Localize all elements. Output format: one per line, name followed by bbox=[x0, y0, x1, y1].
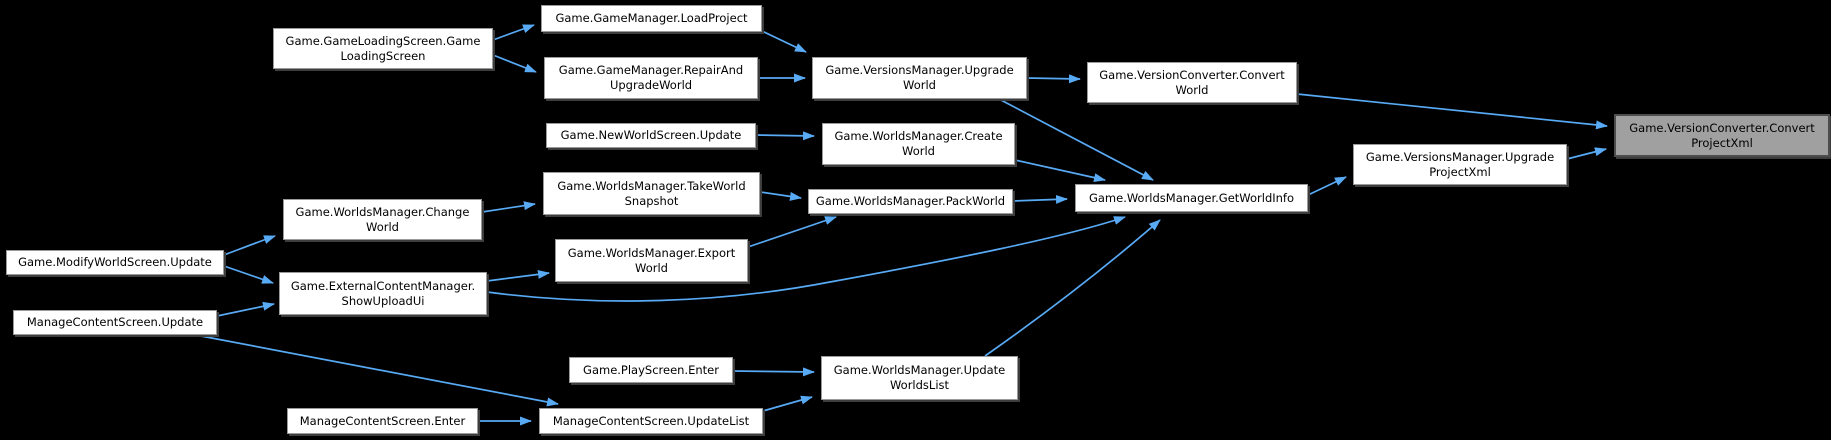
edge-createworld-to-getworldinfo bbox=[1014, 159, 1106, 183]
node-label-line: Game.WorldsManager.TakeWorld bbox=[557, 178, 746, 193]
edge-updateworldslist-to-getworldinfo bbox=[984, 219, 1161, 357]
node-playscreen-enter[interactable]: Game.PlayScreen.Enter bbox=[569, 357, 733, 383]
edge-upgradeworld-to-convertworld bbox=[1026, 74, 1081, 84]
node-getworldinfo[interactable]: Game.WorldsManager.GetWorldInfo bbox=[1075, 184, 1308, 212]
node-managecontentscreen-update[interactable]: ManageContentScreen.Update bbox=[13, 310, 217, 335]
node-packworld[interactable]: Game.WorldsManager.PackWorld bbox=[808, 189, 1013, 214]
edge-exportworld-to-packworld bbox=[747, 216, 837, 248]
node-label-line: Game.NewWorldScreen.Update bbox=[560, 128, 742, 142]
edge-managecontentscreen-update-to-updatelist bbox=[200, 335, 559, 407]
edge-game-loadingscreen-to-loadproject bbox=[492, 24, 535, 41]
node-showuploadui[interactable]: Game.ExternalContentManager.ShowUploadUi bbox=[279, 272, 487, 315]
node-label-line: ManageContentScreen.Enter bbox=[299, 413, 466, 428]
node-label-line: Game.WorldsManager.GetWorldInfo bbox=[1088, 190, 1295, 205]
node-label-line: Game.VersionsManager.Upgrade bbox=[825, 63, 1014, 77]
node-label-line: Game.WorldsManager.Change bbox=[295, 204, 470, 219]
node-label-line: UpgradeWorld bbox=[609, 78, 693, 92]
node-label-line: Game.VersionConverter.Convert bbox=[1629, 120, 1815, 135]
node-label-line: WorldsList bbox=[889, 378, 950, 392]
edge-newworldscreen-update-to-createworld bbox=[755, 131, 815, 141]
edge-modifyworldscreen-update-to-changeworld bbox=[223, 235, 276, 256]
node-label-line: Game.ModifyWorldScreen.Update bbox=[18, 255, 212, 269]
node-label-line: ManageContentScreen.Update bbox=[26, 315, 204, 329]
edge-updatelist-to-updateworldslist bbox=[762, 395, 813, 412]
node-label-line: Game.ExternalContentManager. bbox=[290, 278, 476, 293]
node-label-line: Game.WorldsManager.PackWorld bbox=[815, 194, 1006, 208]
node-label-line: World bbox=[366, 219, 399, 234]
node-label-line: World bbox=[902, 144, 935, 158]
node-label-line: Game.PlayScreen.Enter bbox=[583, 362, 719, 377]
node-label-line: Game.GameManager.RepairAnd bbox=[558, 63, 744, 77]
edge-convertworld-to-convertprojectxml bbox=[1296, 93, 1608, 130]
node-modifyworldscreen-update[interactable]: Game.ModifyWorldScreen.Update bbox=[6, 250, 224, 275]
node-label-line: World bbox=[903, 78, 936, 92]
edge-getworldinfo-to-upgradeprojectxml bbox=[1307, 176, 1347, 196]
edge-managecontentscreen-update-to-showuploadui bbox=[216, 301, 275, 317]
node-label-line: Game.GameManager.LoadProject bbox=[555, 11, 748, 25]
edge-upgradeprojectxml-to-convertprojectxml bbox=[1566, 147, 1607, 160]
edge-upgradeworld-to-getworldinfo bbox=[998, 98, 1154, 181]
edge-packworld-to-getworldinfo bbox=[1012, 194, 1068, 204]
node-label-line: World bbox=[1175, 82, 1209, 97]
node-label-line: Game.VersionsManager.Upgrade bbox=[1365, 149, 1555, 164]
edge-showuploadui-to-exportworld bbox=[486, 269, 550, 282]
node-label-line: World bbox=[635, 260, 668, 275]
node-label-line: ShowUploadUi bbox=[341, 293, 425, 308]
node-newworldscreen-update[interactable]: Game.NewWorldScreen.Update bbox=[546, 123, 756, 148]
edge-takeworldsnapshot-to-packworld bbox=[759, 191, 802, 201]
node-label-line: Game.WorldsManager.Export bbox=[567, 245, 736, 260]
node-label-line: Game.WorldsManager.Update bbox=[833, 363, 1006, 377]
edge-playscreen-enter-to-updateworldslist bbox=[732, 367, 815, 377]
node-label-line: ProjectXml bbox=[1691, 135, 1753, 150]
node-label-line: Game.VersionConverter.Convert bbox=[1099, 67, 1285, 82]
node-loadproject[interactable]: Game.GameManager.LoadProject bbox=[541, 5, 762, 32]
node-updatelist[interactable]: ManageContentScreen.UpdateList bbox=[539, 408, 763, 434]
node-label-line: ManageContentScreen.UpdateList bbox=[552, 413, 750, 428]
edge-modifyworldscreen-update-to-showuploadui bbox=[223, 265, 274, 284]
edge-changeworld-to-takeworldsnapshot bbox=[481, 201, 536, 213]
node-label-line: Snapshot bbox=[624, 193, 679, 208]
node-label-line: Game.GameLoadingScreen.Game bbox=[285, 33, 481, 48]
node-label-line: LoadingScreen bbox=[340, 48, 426, 63]
edge-loadproject-to-upgradeworld bbox=[761, 30, 807, 53]
node-label-line: ProjectXml bbox=[1429, 164, 1491, 179]
node-managecontentscreen-enter[interactable]: ManageContentScreen.Enter bbox=[287, 408, 478, 434]
edge-game-loadingscreen-to-repairandupgradeworld bbox=[492, 54, 537, 73]
node-label-line: Game.WorldsManager.Create bbox=[834, 129, 1003, 143]
